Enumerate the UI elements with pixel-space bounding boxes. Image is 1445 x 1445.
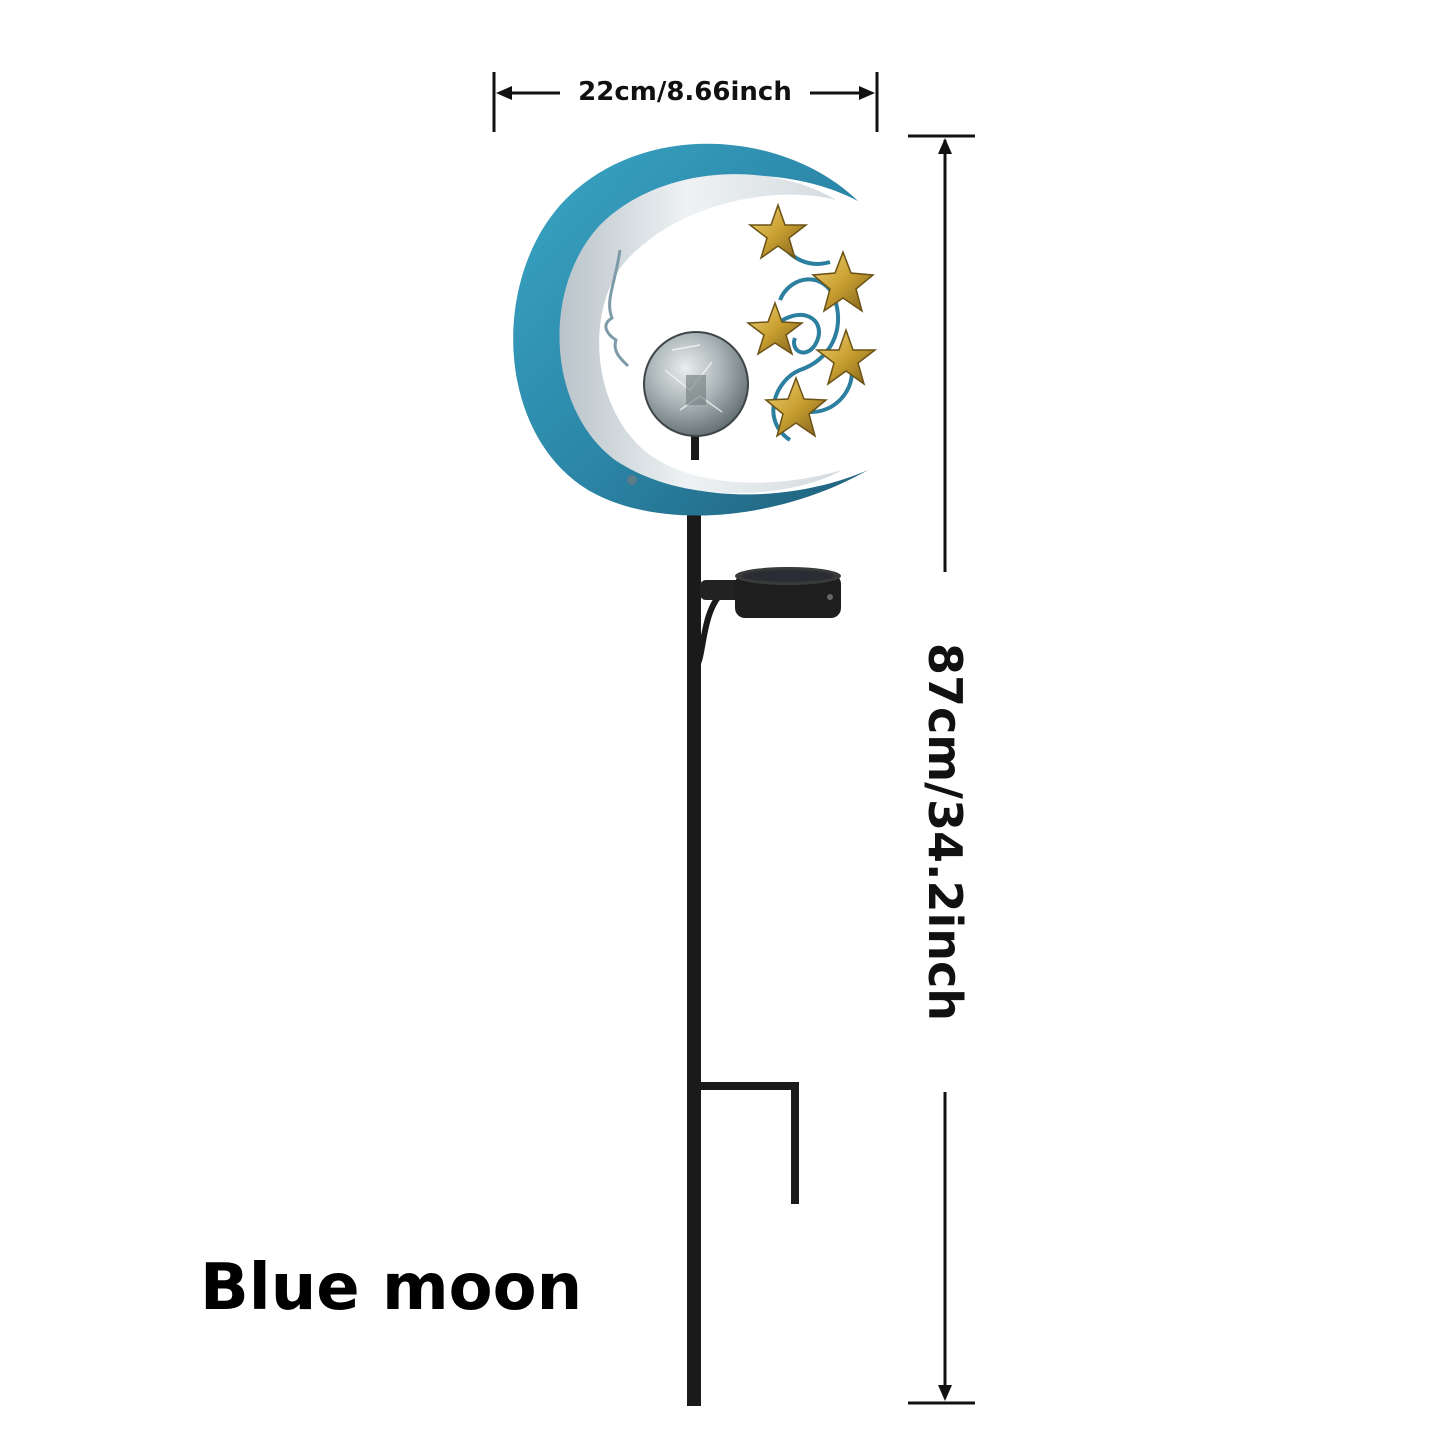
- stake: [687, 490, 799, 1406]
- star-icon: [747, 202, 809, 260]
- moon-icon: [513, 143, 868, 516]
- star-icon: [814, 327, 878, 386]
- product-name: Blue moon: [200, 1251, 583, 1325]
- solar-panel-icon: [700, 567, 841, 618]
- glass-orb-icon: [643, 331, 749, 460]
- star-icon: [811, 249, 875, 313]
- stars: [745, 202, 878, 438]
- star-icon: [745, 300, 805, 356]
- height-dimension-label: 87cm/34.2inch: [915, 572, 975, 1092]
- star-icon: [764, 375, 828, 438]
- width-dimension-label: 22cm/8.66inch: [560, 74, 810, 110]
